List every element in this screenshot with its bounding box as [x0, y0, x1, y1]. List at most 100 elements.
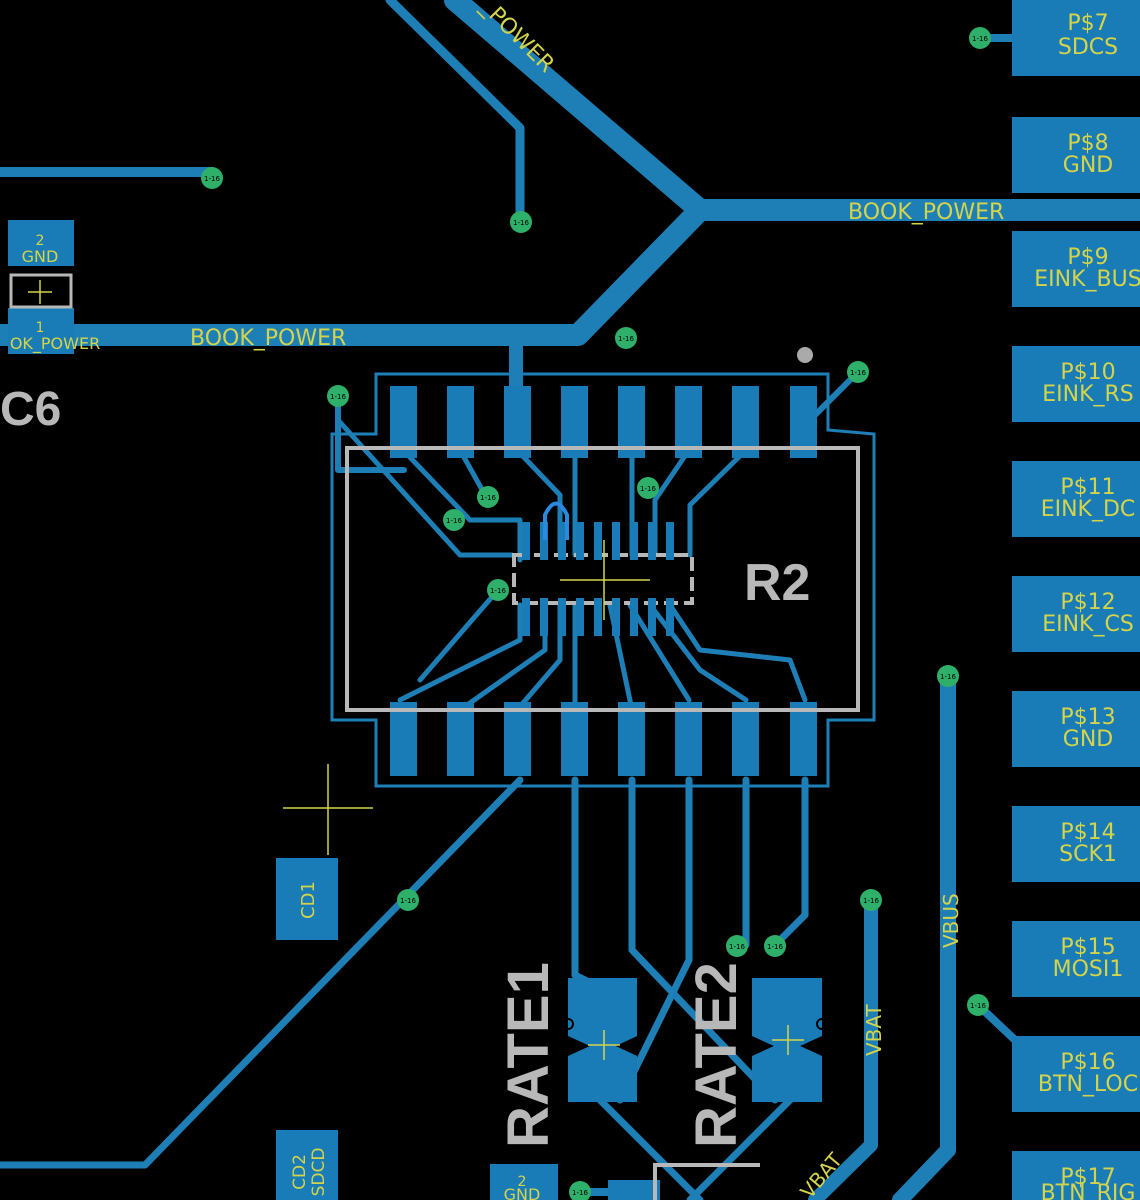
header-pad-p15[interactable]: [1012, 921, 1140, 997]
trace-rate-cross-2: [616, 776, 693, 1104]
rate2-pad-bot[interactable]: [752, 1040, 822, 1102]
r2-pad-bot-5[interactable]: [618, 702, 645, 776]
pin-name: P$13: [1060, 705, 1115, 730]
c6-pad-1[interactable]: [8, 308, 74, 354]
cd1-label: CD1: [298, 881, 319, 919]
via-label: 1-16: [863, 897, 879, 905]
via[interactable]: [860, 889, 882, 911]
c6-pad-2[interactable]: [8, 220, 74, 266]
r2-pad-bot-8[interactable]: [790, 702, 817, 776]
via-label: 1-16: [490, 587, 506, 595]
pin-net: MOSI1: [1053, 957, 1124, 982]
trace-long-diagonal: [0, 776, 524, 1169]
bottom-pad-num: 2: [518, 1174, 527, 1190]
header-pad-p17[interactable]: [1012, 1151, 1140, 1200]
pin-name: P$17: [1060, 1165, 1115, 1190]
via[interactable]: [967, 994, 989, 1016]
pin-net: BTN_RIG: [1041, 1181, 1136, 1200]
trace-rate-cross-1: [628, 776, 779, 1104]
cd2-label-b: SDCD: [309, 1148, 329, 1197]
trace-rate-bottom-a: [596, 1096, 704, 1200]
via[interactable]: [477, 486, 499, 508]
trace-top-thin-a: [385, 0, 525, 225]
rate2-pad-top[interactable]: [752, 978, 822, 1052]
header-pin-labels: P$7 SDCS P$8 GND P$9 EINK_BUS P$10 EINK_…: [1034, 11, 1140, 1200]
via[interactable]: [397, 889, 419, 911]
via-label: 1-16: [618, 335, 634, 343]
trace-via-sw: [417, 587, 501, 683]
via[interactable]: [443, 509, 465, 531]
pin-net: SDCS: [1058, 35, 1118, 60]
via[interactable]: [847, 361, 869, 383]
r2-pad-bot-3[interactable]: [504, 702, 531, 776]
c6-designator: C6: [0, 383, 61, 436]
r2-pad-bot-6[interactable]: [675, 702, 702, 776]
header-pad-p16[interactable]: [1012, 1036, 1140, 1112]
cd2-pad[interactable]: [276, 1130, 338, 1200]
via[interactable]: [487, 579, 509, 601]
via-label: 1-16: [400, 897, 416, 905]
r2-pad-bot-1[interactable]: [390, 702, 417, 776]
trace-fan-bot-1: [397, 602, 523, 703]
via[interactable]: [637, 477, 659, 499]
trace-fan-bot-6: [627, 602, 692, 703]
bottom-gnd-pad: 2 GND: [490, 1163, 760, 1200]
c6-pad1-num: 1: [36, 320, 45, 336]
trace-fan-bot-8: [667, 602, 808, 703]
header-pad-p11[interactable]: [1012, 461, 1140, 537]
pin-name: P$15: [1060, 935, 1115, 960]
via[interactable]: [510, 211, 532, 233]
via[interactable]: [201, 167, 223, 189]
c6-pad2-net: GND: [22, 247, 59, 266]
header-pad-p13[interactable]: [1012, 691, 1140, 767]
header-pad-p10[interactable]: [1012, 346, 1140, 422]
header-pads: [1012, 0, 1140, 1200]
trace-fan-top-7: [687, 447, 749, 558]
trace-fan-top-1: [400, 447, 523, 563]
r2-pad-bot-4[interactable]: [561, 702, 588, 776]
r2-courtyard: [330, 372, 876, 788]
pin-net: SCK1: [1059, 842, 1117, 867]
r2-silk-outline: [345, 446, 860, 712]
pin-name: P$14: [1060, 820, 1115, 845]
header-pad-p9[interactable]: [1012, 231, 1140, 307]
cd1-pad[interactable]: [276, 858, 338, 940]
r2-pad-bot-7[interactable]: [732, 702, 759, 776]
header-pad-p8[interactable]: [1012, 117, 1140, 193]
via[interactable]: [937, 665, 959, 687]
via[interactable]: [969, 27, 991, 49]
trace-vbat: [808, 893, 878, 1200]
r2-pad-bot-2[interactable]: [447, 702, 474, 776]
via-label: 1-16: [446, 517, 462, 525]
cd2-label-a: CD2: [290, 1154, 310, 1190]
trace-book-power-center: [0, 199, 711, 346]
trace-book-power-diagonal: [444, 0, 711, 221]
cd2-footprint: CD2 SDCD: [276, 1130, 338, 1200]
c6-pad2-num: 2: [36, 233, 45, 249]
c6-pad1-net: OK_POWER: [10, 334, 100, 354]
via[interactable]: [569, 1181, 591, 1200]
header-pad-p14[interactable]: [1012, 806, 1140, 882]
via[interactable]: [726, 935, 748, 957]
via-label: 1-16: [572, 1189, 588, 1197]
pin-net: GND: [1063, 153, 1113, 178]
pin1-marker: [797, 347, 813, 363]
via[interactable]: [327, 385, 349, 407]
c6-footprint: 2 GND 1 OK_POWER C6: [0, 220, 100, 436]
via-label: 1-16: [972, 35, 988, 43]
bottom-pad[interactable]: [490, 1164, 558, 1200]
pin-net: EINK_BUS: [1034, 267, 1140, 292]
trace-rate-bottom-b: [686, 1096, 794, 1200]
via[interactable]: [764, 935, 786, 957]
pin-net: EINK_DC: [1041, 497, 1136, 522]
via[interactable]: [615, 327, 637, 349]
header-pad-p12[interactable]: [1012, 576, 1140, 652]
pin-net: BTN_LOC: [1038, 1072, 1138, 1097]
header-pad-p7[interactable]: [1012, 0, 1140, 76]
pin-net: GND: [1063, 727, 1113, 752]
rate1-pad-bot[interactable]: [568, 1040, 637, 1102]
via-label: 1-16: [970, 1002, 986, 1010]
pin-name: P$9: [1067, 245, 1108, 270]
rate1-pad-top[interactable]: [568, 978, 637, 1052]
